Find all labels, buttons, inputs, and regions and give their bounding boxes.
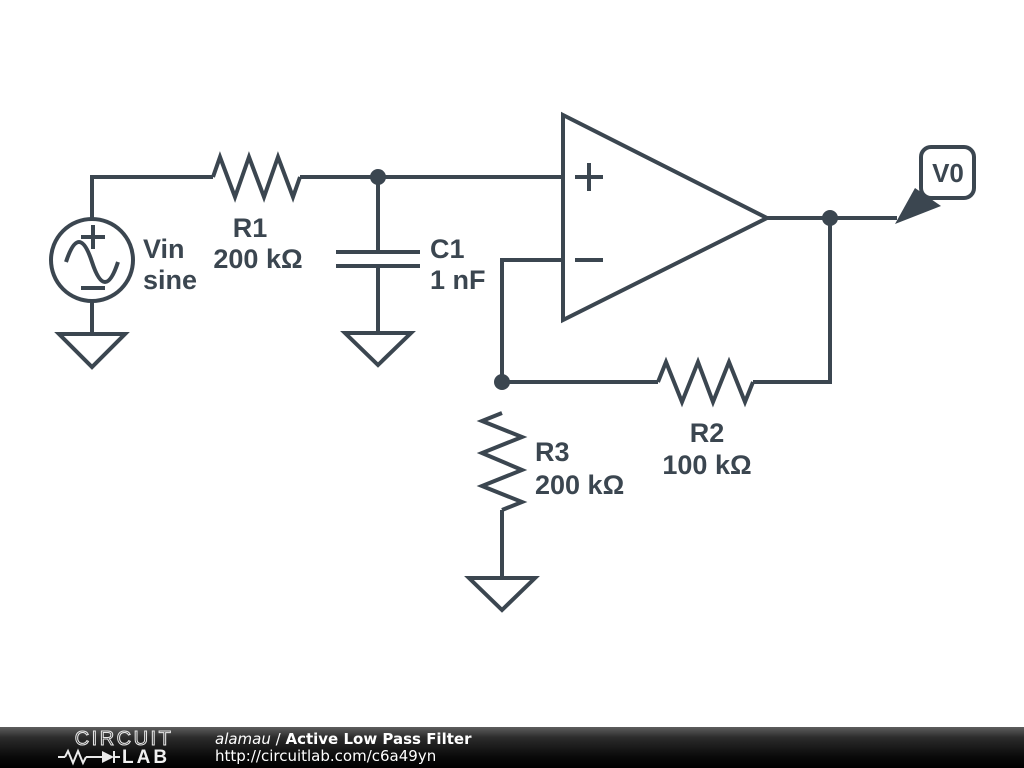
circuit-url[interactable]: http://circuitlab.com/c6a49yn (215, 747, 437, 765)
flag-pointer-icon (895, 188, 941, 224)
r2-name-label: R2 (690, 418, 725, 448)
author-name: alamau (215, 730, 271, 748)
r1-name-label: R1 (233, 213, 268, 243)
r2-value-label: 100 kΩ (662, 450, 751, 480)
ground-symbol-vin (54, 332, 130, 370)
wire-vin-to-r1 (90, 175, 213, 219)
opamp-noninverting-input-icon (575, 163, 603, 191)
sine-wave-icon (64, 240, 120, 284)
footer-title-line: alamau / Active Low Pass Filter (215, 731, 471, 748)
c1-name-label: C1 (430, 234, 465, 264)
opamp[interactable] (561, 111, 772, 324)
circuitlab-logo: CIRCUIT LAB (58, 730, 174, 766)
v0-label: V0 (932, 158, 964, 188)
logo-lab-text: LAB (122, 747, 170, 766)
resistor-r3[interactable] (476, 411, 528, 512)
r1-value-label: 200 kΩ (213, 244, 302, 274)
footer-caption: alamau / Active Low Pass Filter http://c… (215, 731, 471, 765)
node-dot-output (822, 210, 838, 226)
circuit-schematic: Vin sine R1 200 kΩ C1 1 nF (49, 111, 976, 613)
vin-waveform-label: sine (143, 265, 197, 295)
c1-value-label: 1 nF (430, 265, 486, 295)
node-dot-input (370, 169, 386, 185)
vin-name-label: Vin (143, 234, 185, 264)
ground-symbol-c1 (340, 331, 416, 368)
r3-value-label: 200 kΩ (535, 470, 624, 500)
logo-circuit-text: CIRCUIT (75, 730, 174, 750)
author-title-separator: / (270, 730, 286, 748)
output-flag-v0[interactable]: V0 (895, 145, 976, 224)
r3-name-label: R3 (535, 437, 570, 467)
voltage-source-vin[interactable] (49, 217, 135, 303)
wire-r2-to-output (753, 218, 832, 384)
capacitor-c1[interactable] (336, 250, 420, 268)
node-dot-feedback (494, 374, 510, 390)
logo-wire-diode-icon (58, 748, 120, 766)
ground-symbol-r3 (464, 576, 540, 613)
wire-opamp-minus-to-node (500, 258, 563, 382)
plus-polarity-icon (81, 225, 105, 249)
resistor-r1[interactable] (211, 151, 302, 203)
resistor-r2[interactable] (656, 356, 755, 408)
circuit-title: Active Low Pass Filter (285, 730, 472, 748)
footer-bar: CIRCUIT LAB alamau / Active Low Pass Fil… (0, 727, 1024, 768)
